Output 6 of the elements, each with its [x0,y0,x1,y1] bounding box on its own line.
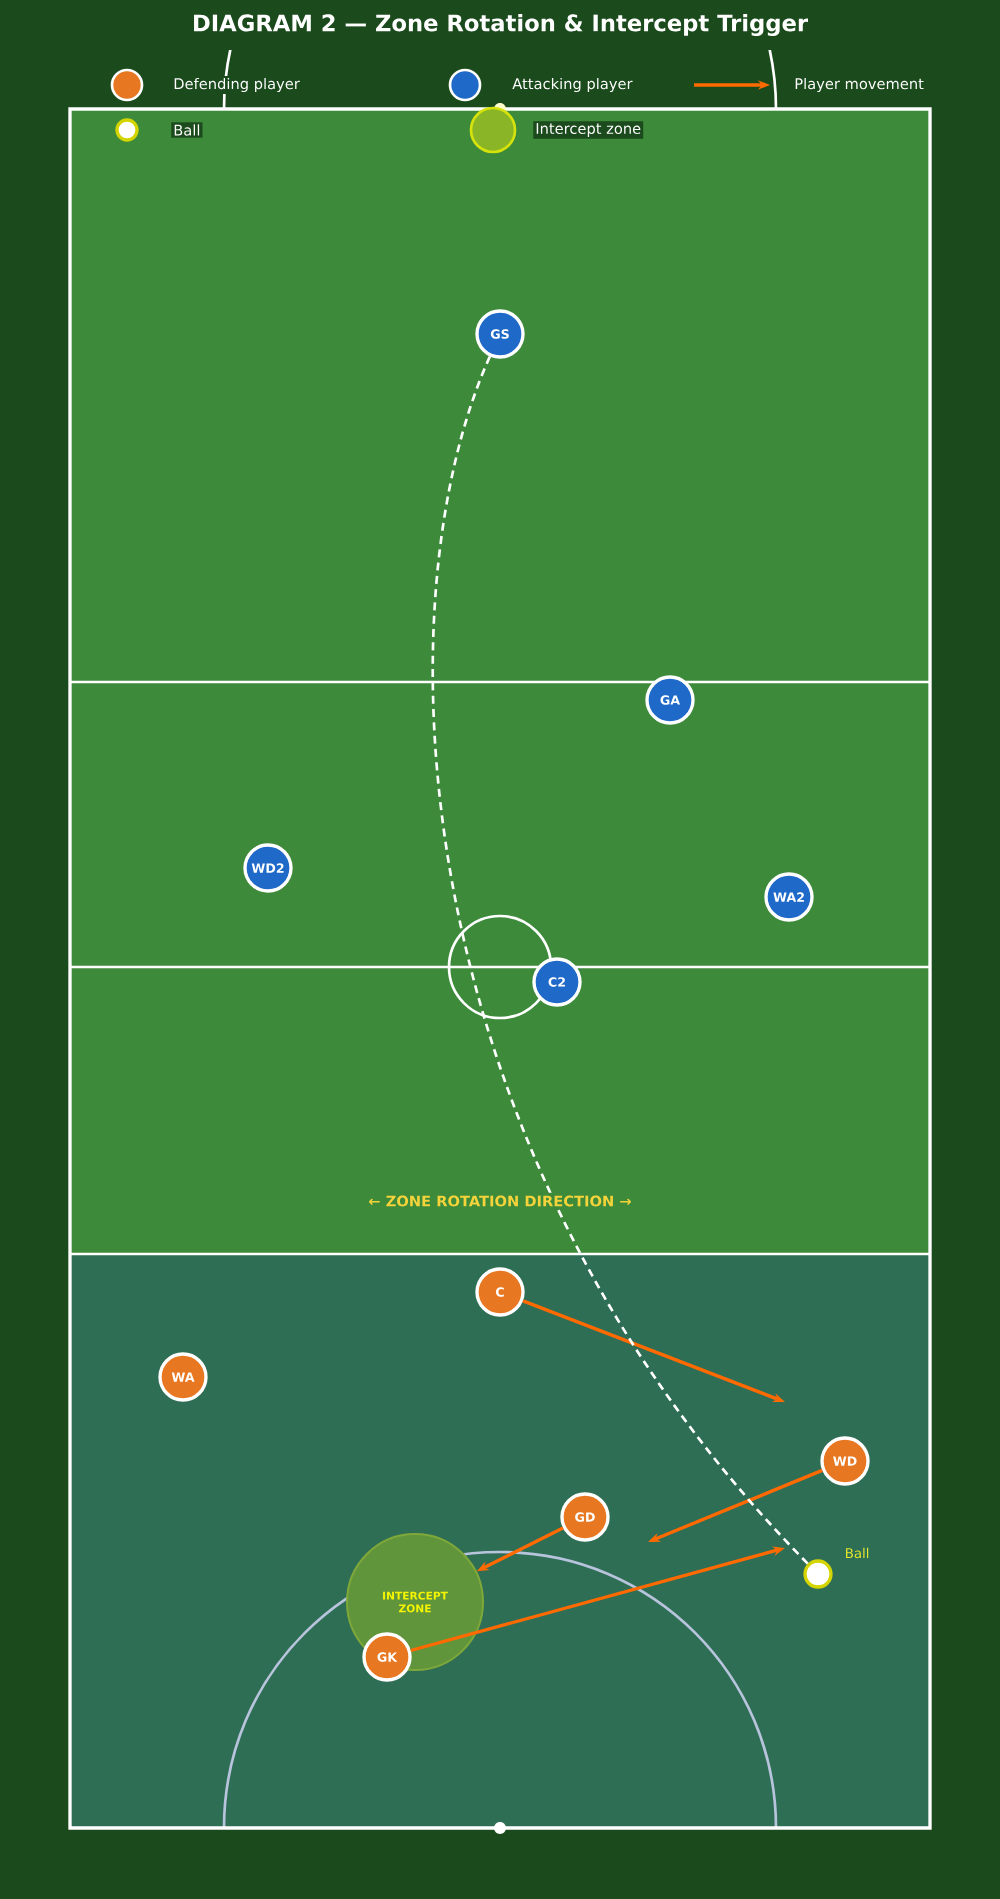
legend-label: Intercept zone [533,121,644,139]
title: DIAGRAM 2 — Zone Rotation & Intercept Trigger [194,13,808,37]
ball-label: Ball [846,1547,869,1559]
pass-line [431,356,809,1565]
ball [803,1559,833,1589]
legend-label: Ball [171,122,203,138]
